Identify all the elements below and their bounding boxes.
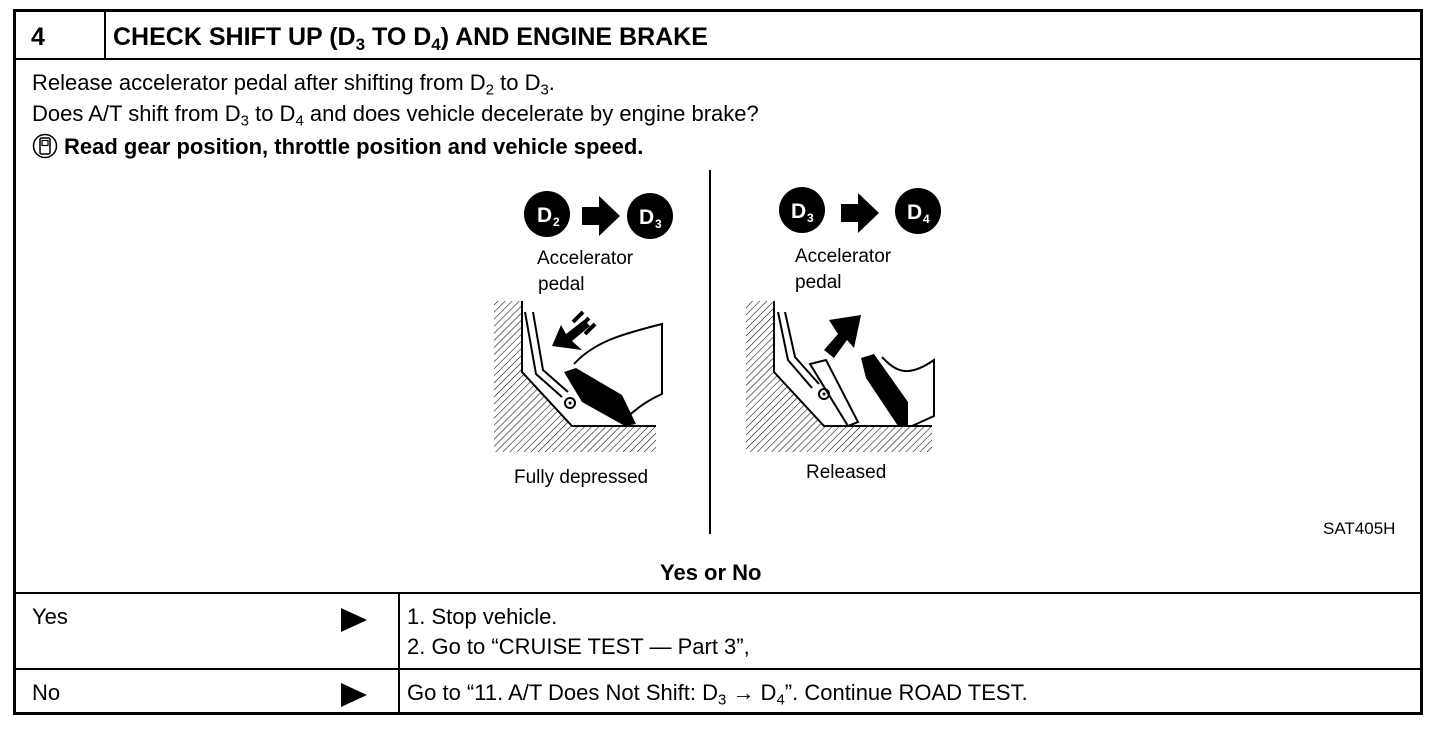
shift-badge-left-from: D 2 [524,191,570,237]
no-arrow-icon [341,683,367,707]
svg-text:SAT405H: SAT405H [1323,519,1395,538]
floor-hatch-right [746,301,932,452]
no-action: Go to “11. A/T Does Not Shift: D3 → D4”.… [407,680,1028,709]
shift-arrow-right [841,193,879,233]
instruction-line-2: Does A/T shift from D3 to D4 and does ve… [32,101,759,130]
consult-tool-icon [32,133,58,159]
instruction-line-1: Release accelerator pedal after shifting… [32,70,555,99]
shift-badge-right-from: D 3 [779,187,825,233]
shift-badge-right-to: D 4 [895,188,941,234]
header-divider [104,12,106,58]
accelerator-pedal-figure: D 2 D 3 D 3 D [494,170,1395,538]
step-title: CHECK SHIFT UP (D3 TO D4) AND ENGINE BRA… [113,23,708,55]
question-bottom-rule [16,592,1420,594]
no-label: No [32,680,61,705]
yes-arrow-icon [341,608,367,632]
yes-or-no-prompt: Yes or No [660,560,762,585]
svg-text:D: D [537,204,552,227]
procedure-table: 4 CHECK SHIFT UP (D3 TO D4) AND ENGINE B… [13,9,1423,715]
svg-text:3: 3 [807,211,814,225]
svg-text:pedal: pedal [538,274,585,295]
svg-text:D: D [907,201,922,224]
shift-badge-left-to: D 3 [627,193,673,239]
result-divider [398,592,400,715]
pedal-pad-left [564,368,636,426]
pedal-pad-right [861,354,908,426]
svg-text:pedal: pedal [795,272,842,293]
instruction-line-3: Read gear position, throttle position an… [32,133,643,159]
svg-text:Released: Released [806,462,886,483]
header-bottom-rule [16,58,1420,60]
svg-text:Fully depressed: Fully depressed [514,467,648,488]
release-arrow-icon [824,315,861,358]
svg-text:3: 3 [655,217,662,231]
step-number: 4 [31,23,45,51]
svg-text:2: 2 [553,215,560,229]
svg-text:D: D [639,206,654,229]
svg-text:Accelerator: Accelerator [795,246,892,267]
svg-text:Accelerator: Accelerator [537,248,634,269]
yes-bottom-rule [16,668,1420,670]
yes-step-1: 1. Stop vehicle. [407,604,558,629]
yes-step-2: 2. Go to “CRUISE TEST — Part 3”, [407,634,750,659]
svg-text:4: 4 [923,212,930,226]
shift-arrow-left [582,196,620,236]
svg-text:D: D [791,200,806,223]
yes-label: Yes [32,604,68,629]
floor-hatch-left [494,301,656,452]
